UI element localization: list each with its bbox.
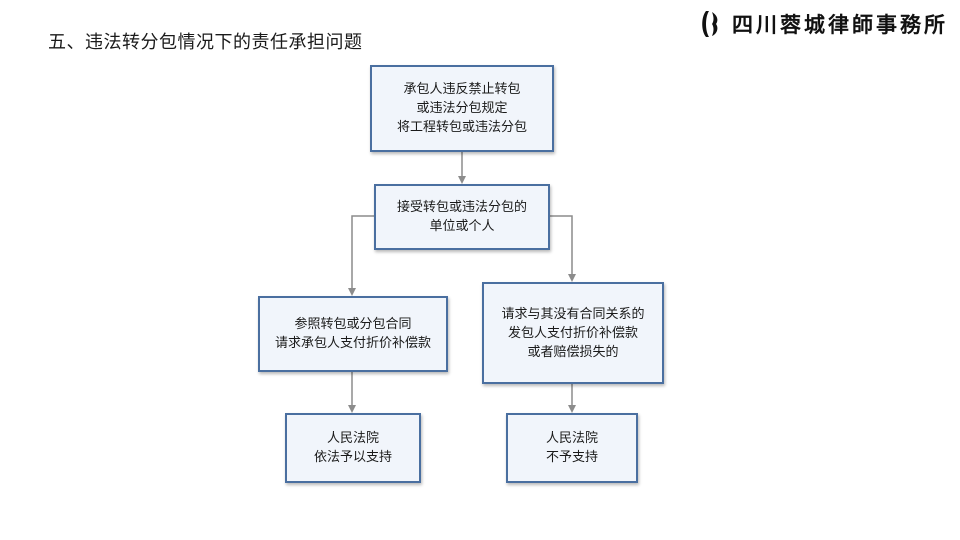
firm-name: 四川蓉城律師事務所 [732,12,948,37]
firm-logo: 四川蓉城律師事務所 [700,6,948,42]
node-subcontract-receiver: 接受转包或违法分包的 单位或个人 [374,184,550,250]
node-claim-against-contractor: 参照转包或分包合同 请求承包人支付折价补偿款 [258,296,448,372]
arrow-middle-to-right [550,215,576,282]
firm-logo-icon [702,11,718,37]
node-court-rejects: 人民法院 不予支持 [506,413,638,483]
arrow-middle-to-left [348,215,374,296]
node-claim-against-employer: 请求与其没有合同关系的 发包人支付折价补偿款 或者赔偿损失的 [482,282,664,384]
page-title: 五、违法转分包情况下的责任承担问题 [48,32,363,53]
node-court-supports: 人民法院 依法予以支持 [285,413,421,483]
node-contractor-violation: 承包人违反禁止转包 或违法分包规定 将工程转包或违法分包 [370,65,554,152]
